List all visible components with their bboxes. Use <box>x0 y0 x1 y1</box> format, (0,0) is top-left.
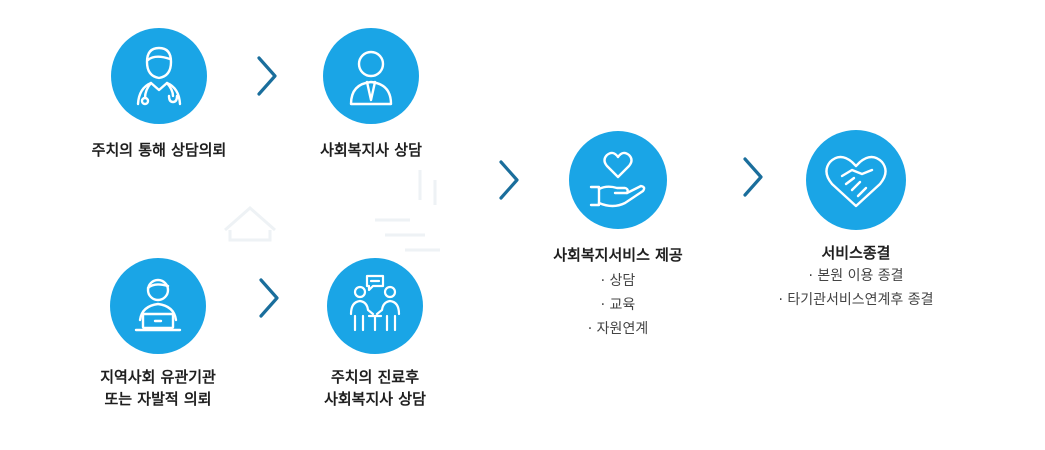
service-termination-item: · 타기관서비스연계후 종결 <box>778 292 934 308</box>
handshake-icon <box>806 130 906 230</box>
social-worker-consult-label: 사회복지사 상담 <box>320 141 422 159</box>
chevron-right-icon <box>259 278 279 318</box>
service-termination-label: 서비스종결 <box>821 244 891 262</box>
meeting-icon <box>327 258 423 354</box>
doctor-icon <box>111 28 207 124</box>
person-icon <box>323 28 419 124</box>
laptop-user-icon <box>110 258 206 354</box>
post-treatment-consult-line2: 사회복지사 상담 <box>324 390 426 408</box>
service-provision-item: · 교육 <box>600 297 636 313</box>
service-provision-item: · 상담 <box>600 273 636 289</box>
service-termination-item: · 본원 이용 종결 <box>808 268 904 284</box>
chevron-right-icon <box>499 160 519 200</box>
service-provision-item: · 자원연계 <box>587 321 649 337</box>
community-referral-line1: 지역사회 유관기관 <box>100 368 216 386</box>
service-provision-label: 사회복지서비스 제공 <box>553 246 683 264</box>
chevron-right-icon <box>257 56 277 96</box>
consult-request-label: 주치의 통해 상담의뢰 <box>91 141 227 159</box>
heart-hand-icon <box>569 131 667 229</box>
chevron-right-icon <box>743 157 763 197</box>
background-watermark <box>224 170 440 252</box>
post-treatment-consult-line1: 주치의 진료후 <box>330 368 420 386</box>
community-referral-line2: 또는 자발적 의뢰 <box>104 390 212 408</box>
